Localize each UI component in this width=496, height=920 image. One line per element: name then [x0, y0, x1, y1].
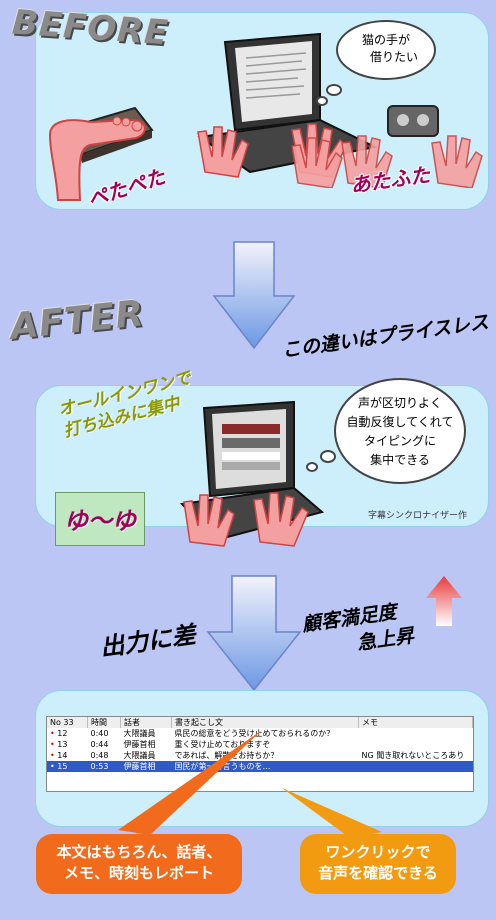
- thought-bubble-dot: [326, 84, 342, 96]
- before-thought-line-1: 猫の手が: [361, 33, 410, 47]
- column-header-no[interactable]: No 33: [47, 717, 88, 728]
- callout-report: 本文はもちろん、話者、 メモ、時刻もレポート: [36, 834, 242, 894]
- row-speaker: 伊藤首相: [120, 761, 172, 772]
- transcript-table-window: No 33 時間 話者 書き起こし文 メモ • 12 0:40 大隈議員 県民の…: [46, 716, 474, 792]
- red-marker-icon: •: [50, 740, 55, 749]
- row-no: • 12: [47, 728, 88, 739]
- table-header-row: No 33 時間 話者 書き起こし文 メモ: [47, 717, 473, 728]
- foot-on-pedal-illustration: [48, 106, 154, 201]
- down-arrow: [206, 575, 302, 692]
- after-thought-cloud: 声が区切りよく 自動反復してくれて タイピングに 集中できる: [334, 378, 466, 484]
- table-row[interactable]: • 13 0:44 伊藤首相 重く受け止めておりますぞ: [47, 739, 473, 750]
- yuyu-pedal-box: ゆ～ゆ: [55, 492, 145, 546]
- row-no: • 13: [47, 739, 88, 750]
- yuyu-label: ゆ～ゆ: [64, 507, 136, 535]
- column-header-text[interactable]: 書き起こし文: [171, 717, 359, 728]
- column-header-time[interactable]: 時間: [87, 717, 121, 728]
- row-no-value: 13: [57, 740, 68, 749]
- caption-credit: 字幕シンクロナイザー作: [368, 511, 468, 521]
- row-memo: [358, 761, 473, 772]
- table-row[interactable]: • 12 0:40 大隈議員 県民の総意をどう受け止めておられるのか？: [47, 728, 473, 739]
- row-time: 0:44: [90, 740, 109, 749]
- row-no: • 15: [47, 761, 88, 772]
- row-text: 県民の総意をどう受け止めておられるのか？: [174, 729, 335, 738]
- callout-pointers: [118, 730, 382, 838]
- row-no-value: 15: [57, 762, 68, 771]
- after-thought-line-1: 声が区切りよく: [357, 396, 442, 410]
- row-no: • 14: [47, 750, 88, 761]
- red-marker-icon: •: [50, 751, 55, 760]
- row-no-value: 12: [57, 729, 68, 738]
- column-header-speaker[interactable]: 話者: [120, 717, 172, 728]
- callout-one-click: ワンクリックで 音声を確認できる: [300, 834, 456, 894]
- row-time: 0:53: [87, 761, 121, 772]
- callout-report-line-2: メモ、時刻もレポート: [63, 864, 214, 882]
- after-title: AFTER: [8, 293, 147, 348]
- callout-report-line-1: 本文はもちろん、話者、: [56, 843, 222, 861]
- row-speaker: 伊藤首相: [123, 740, 156, 749]
- thought-bubble-dot: [306, 462, 318, 472]
- before-thought-cloud: 猫の手が 借りたい: [336, 20, 436, 80]
- row-text: 重く受け止めておりますぞ: [174, 740, 271, 749]
- row-no-value: 14: [57, 751, 68, 760]
- thought-bubble-dot: [316, 96, 328, 106]
- output-difference-label: 出力に差: [98, 620, 198, 662]
- after-thought-line-3: タイピングに: [363, 434, 436, 448]
- after-thought-line-4: 集中できる: [370, 453, 430, 467]
- transcript-table: No 33 時間 話者 書き起こし文 メモ • 12 0:40 大隈議員 県民の…: [47, 717, 473, 772]
- thought-bubble-dot: [320, 450, 336, 463]
- selected-marker-icon: •: [50, 762, 55, 771]
- customer-satisfaction-label: 顧客満足度 急上昇: [300, 597, 416, 664]
- flustered-hands-illustration: [291, 105, 483, 188]
- row-time: 0:48: [90, 751, 109, 760]
- down-arrow: [212, 241, 296, 350]
- callout-one-click-line-2: 音声を確認できる: [318, 864, 438, 882]
- after-thought-line-2: 自動反復してくれて: [346, 415, 454, 429]
- before-thought-line-2: 借りたい: [369, 50, 418, 64]
- row-time: 0:40: [90, 729, 109, 738]
- row-speaker: 大隈議員: [123, 751, 156, 760]
- red-marker-icon: •: [50, 729, 55, 738]
- callout-one-click-line-1: ワンクリックで: [325, 843, 431, 861]
- laptop-software-illustration: [179, 400, 325, 547]
- column-header-memo[interactable]: メモ: [358, 717, 473, 728]
- row-speaker: 大隈議員: [123, 729, 156, 738]
- slogan: この違いはプライスレス: [280, 311, 491, 362]
- row-memo: NG 聞き取れないところあり: [361, 751, 465, 760]
- up-arrow: [426, 576, 462, 626]
